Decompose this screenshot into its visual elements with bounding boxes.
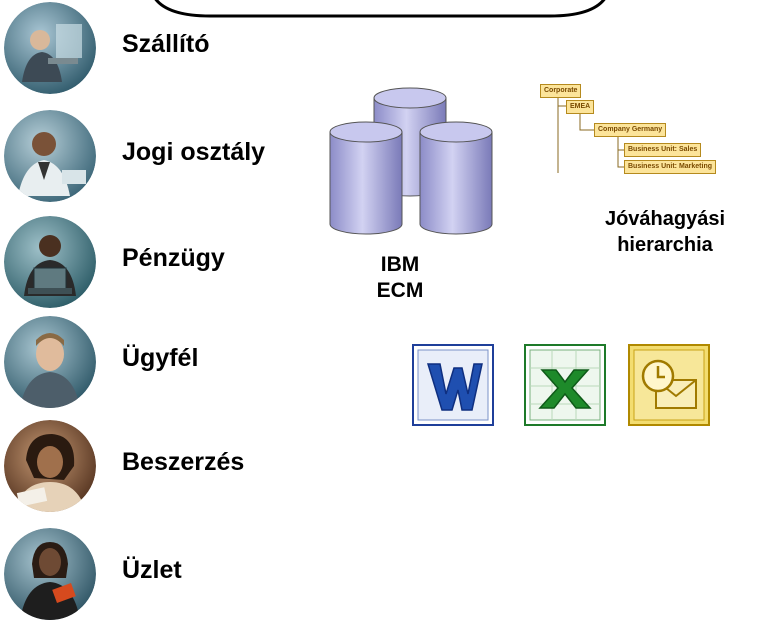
role-customer: Ügyfél xyxy=(0,316,310,411)
outlook-icon xyxy=(628,344,710,426)
hierarchy-node-company: Company Germany xyxy=(594,123,667,137)
hierarchy-label: Jóváhagyási hierarchia xyxy=(570,206,760,258)
role-supplier: Szállító xyxy=(0,2,310,97)
role-business: Üzlet xyxy=(0,528,310,623)
role-finance: Pénzügy xyxy=(0,216,310,311)
business-avatar-icon xyxy=(4,528,96,620)
repository-label-line1: IBM xyxy=(380,253,420,276)
repository-label: IBM ECM xyxy=(360,252,440,304)
hierarchy-node-sales: Business Unit: Sales xyxy=(624,143,702,157)
db-cylinder-left xyxy=(329,121,403,235)
db-cylinder-right xyxy=(419,121,493,235)
hierarchy-node-marketing: Business Unit: Marketing xyxy=(624,160,717,174)
role-label-finance: Pénzügy xyxy=(122,244,225,272)
procurement-avatar-icon xyxy=(4,420,96,512)
approval-hierarchy: Corporate EMEA Company Germany Business … xyxy=(538,80,748,180)
customer-avatar-icon xyxy=(4,316,96,408)
word-icon xyxy=(412,344,494,426)
supplier-avatar-icon xyxy=(4,2,96,94)
legal-avatar-icon xyxy=(4,110,96,202)
hierarchy-label-line2: hierarchia xyxy=(617,234,713,256)
excel-icon xyxy=(524,344,606,426)
hierarchy-label-line1: Jóváhagyási xyxy=(604,208,726,230)
finance-avatar-icon xyxy=(4,216,96,308)
role-procurement: Beszerzés xyxy=(0,420,310,515)
hierarchy-connectors xyxy=(557,96,624,173)
role-label-business: Üzlet xyxy=(122,556,182,584)
role-label-customer: Ügyfél xyxy=(122,344,199,372)
role-label-legal: Jogi osztály xyxy=(122,138,266,166)
role-legal: Jogi osztály xyxy=(0,110,310,205)
hierarchy-node-corporate: Corporate xyxy=(540,84,582,98)
top-arc-decoration xyxy=(154,0,606,18)
role-label-supplier: Szállító xyxy=(122,30,210,58)
hierarchy-node-emea: EMEA xyxy=(566,100,595,114)
role-label-procurement: Beszerzés xyxy=(122,448,245,476)
database-icon xyxy=(329,87,493,235)
repository-label-line2: ECM xyxy=(376,279,424,302)
